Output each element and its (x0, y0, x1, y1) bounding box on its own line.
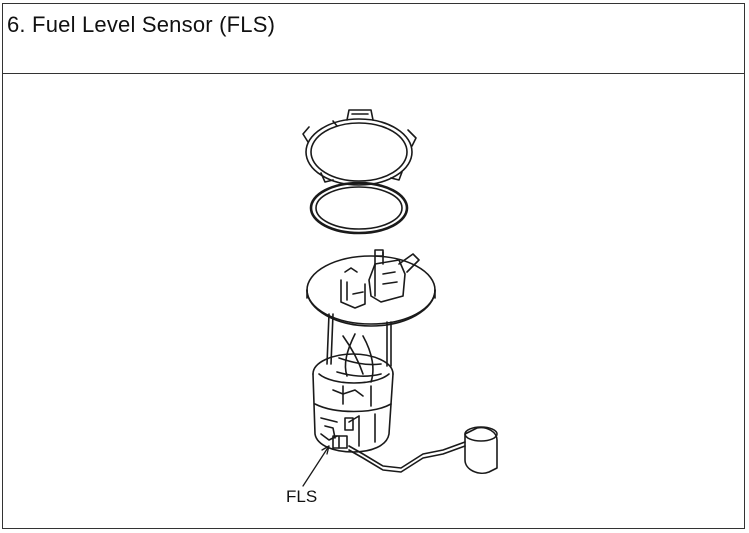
section-title: 6. Fuel Level Sensor (FLS) (7, 12, 276, 37)
fls-callout-label: FLS (286, 487, 318, 506)
fuel-pump-illustration (302, 109, 498, 487)
callout-leader-line (302, 445, 330, 487)
section-header: 6. Fuel Level Sensor (FLS) (3, 4, 744, 74)
document-frame: 6. Fuel Level Sensor (FLS) (2, 3, 745, 529)
fuel-level-sensor-icon (332, 435, 466, 473)
o-ring-gasket-icon (309, 181, 409, 235)
pump-flange-icon (306, 249, 436, 327)
pump-reservoir-icon (312, 353, 394, 453)
guide-rod-icon (326, 313, 392, 367)
lock-ring-icon (302, 109, 417, 186)
wiring-harness-icon (336, 333, 382, 383)
float-icon (464, 426, 498, 475)
figure-area: FLS (3, 74, 744, 528)
